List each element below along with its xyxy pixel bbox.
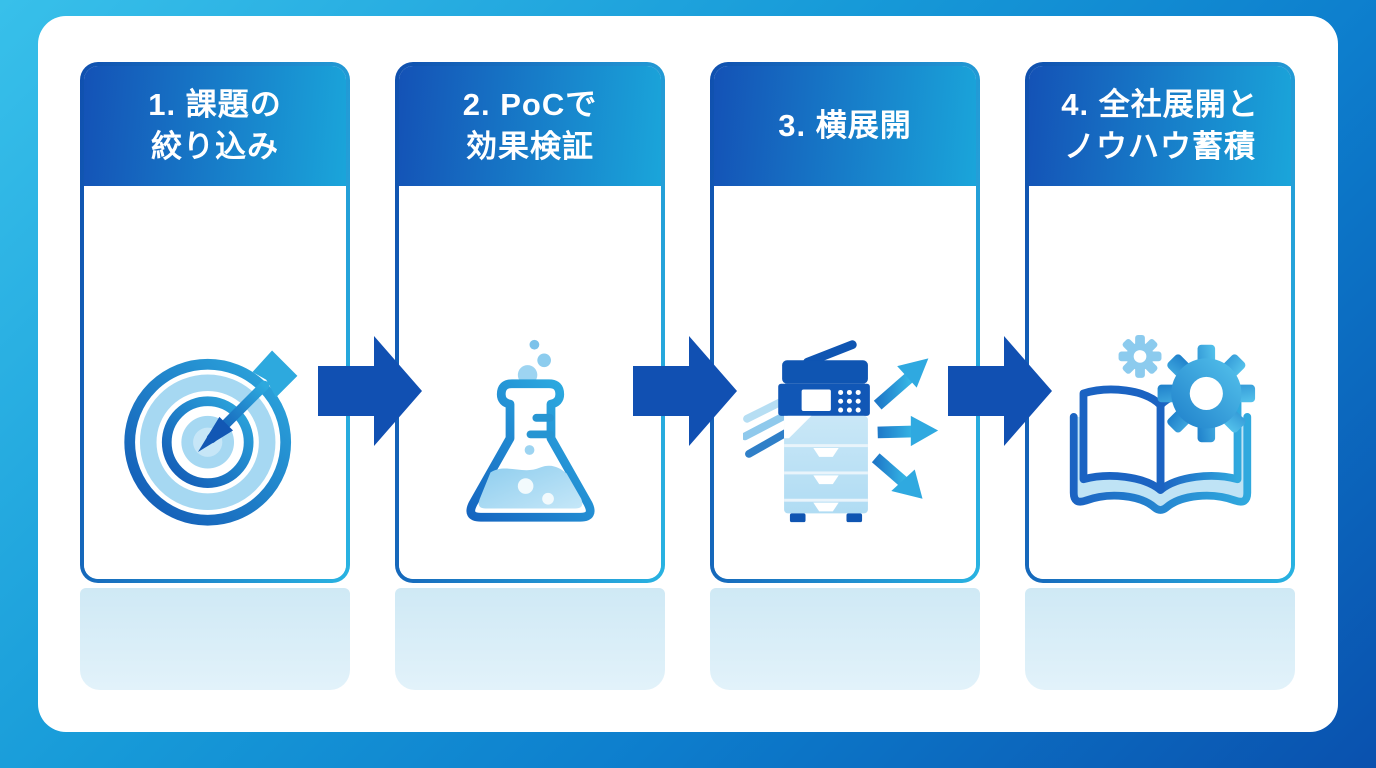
step-4-title-line1: 4. 全社展開と: [1061, 87, 1259, 123]
card-reflection: [710, 588, 980, 690]
step-3-title: 3. 横展開: [714, 66, 976, 186]
step-card-2: 2. PoCで 効果検証: [395, 62, 665, 583]
flow-arrow-2: [633, 336, 737, 446]
flask-icon: [465, 339, 595, 522]
step-1-title-line2: 絞り込み: [151, 129, 279, 164]
step-card-1: 1. 課題の 絞り込み: [80, 62, 350, 583]
flow-arrow-3: [948, 336, 1052, 446]
step-card-4: 4. 全社展開と ノウハウ蓄積: [1025, 62, 1295, 583]
step-1-title: 1. 課題の 絞り込み: [84, 66, 346, 186]
step-2-title: 2. PoCで 効果検証: [399, 66, 661, 186]
small-gear-icon: [1118, 334, 1161, 378]
flow-arrow-1: [318, 336, 422, 446]
step-2-title-line1: 2. PoCで: [462, 87, 598, 123]
step-4-title-line2: ノウハウ蓄積: [1064, 129, 1256, 164]
card-reflection: [80, 588, 350, 690]
step-card-3: 3. 横展開: [710, 62, 980, 583]
step-3-title-line1: 3. 横展開: [778, 108, 912, 144]
step-2-title-line2: 効果検証: [466, 129, 594, 164]
card-reflection: [1025, 588, 1295, 690]
target-icon: [123, 350, 297, 526]
card-reflection: [395, 588, 665, 690]
large-gear-icon: [1157, 344, 1255, 443]
step-4-title: 4. 全社展開と ノウハウ蓄積: [1029, 66, 1291, 186]
book-gears-icon: [1069, 334, 1255, 514]
copier-spread-icon: [742, 340, 938, 523]
step-1-title-line1: 1. 課題の: [148, 87, 282, 123]
